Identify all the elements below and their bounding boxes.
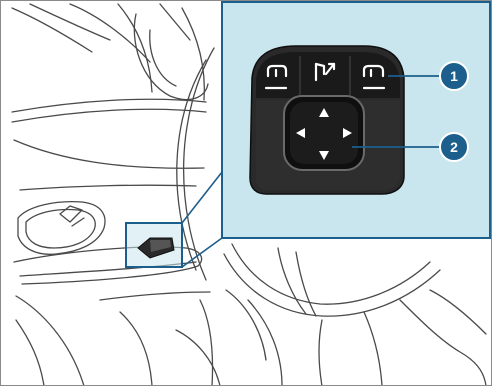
callout-1: 1 bbox=[440, 62, 468, 90]
left-mirror-button[interactable] bbox=[258, 56, 298, 96]
callout-2-label: 2 bbox=[450, 139, 458, 155]
callout-2: 2 bbox=[440, 133, 468, 161]
mirror-adjust-pad[interactable] bbox=[284, 96, 364, 170]
zoom-inset-panel bbox=[222, 2, 490, 238]
callout-1-label: 1 bbox=[450, 68, 458, 84]
mirror-fold-button[interactable] bbox=[302, 56, 348, 96]
switch-location-highlight bbox=[126, 223, 182, 267]
mirror-control-unit bbox=[250, 46, 404, 194]
